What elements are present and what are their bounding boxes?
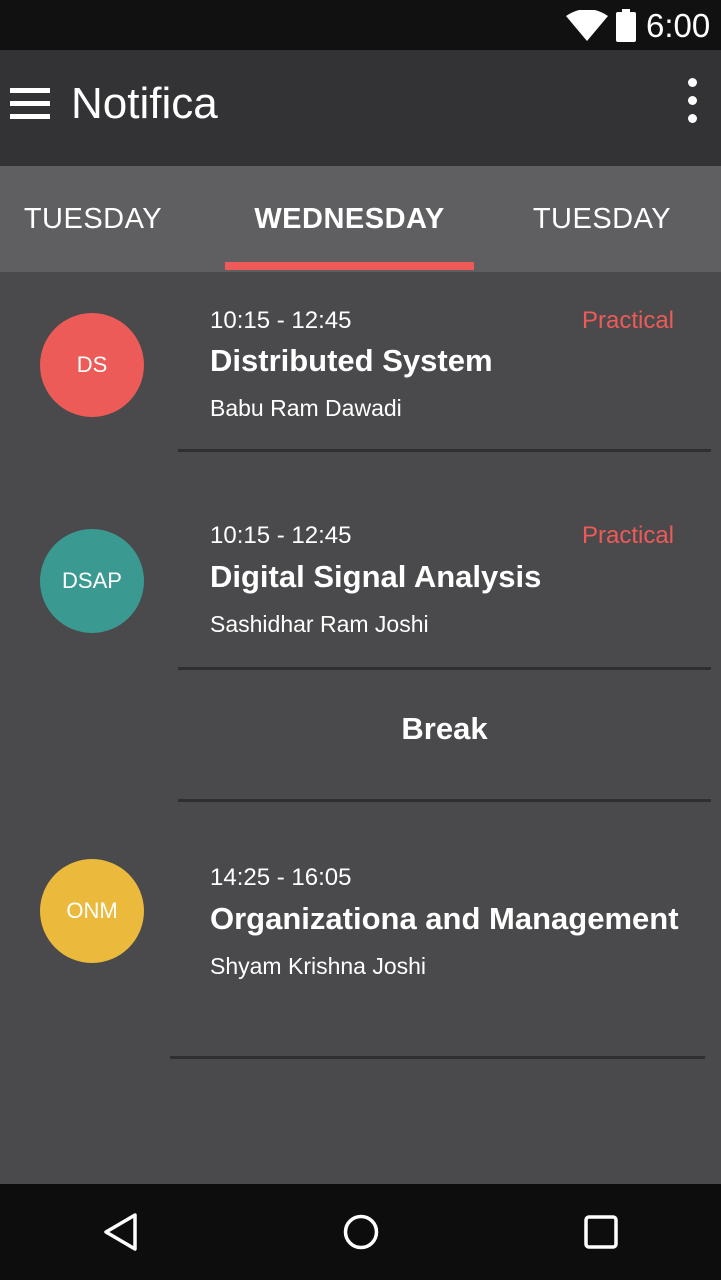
class-teacher: Shyam Krishna Joshi	[210, 953, 427, 979]
divider	[170, 1056, 705, 1059]
class-type-tag: Practical	[581, 522, 674, 549]
class-type-tag: Practical	[581, 307, 674, 334]
avatar-ds: DS	[40, 313, 144, 417]
class-time: 14:25 - 16:05	[210, 864, 352, 891]
more-vert-icon[interactable]	[680, 78, 704, 128]
divider	[178, 799, 711, 802]
class-time: 10:15 - 12:45	[210, 307, 352, 334]
battery-icon	[616, 9, 636, 42]
recents-icon[interactable]	[581, 1212, 621, 1252]
back-icon[interactable]	[102, 1212, 142, 1252]
divider	[178, 667, 711, 670]
class-time: 10:15 - 12:45	[210, 522, 352, 549]
class-teacher: Sashidhar Ram Joshi	[210, 611, 429, 637]
avatar-dsap: DSAP	[40, 529, 144, 633]
class-subject: Organizationa and Management	[210, 901, 679, 936]
tab-tuesday-next[interactable]: TUESDAY	[532, 203, 672, 235]
class-teacher: Babu Ram Dawadi	[210, 395, 402, 421]
status-time: 6:00	[646, 7, 711, 44]
page-title: Notifica	[71, 79, 218, 128]
class-subject: Digital Signal Analysis	[210, 559, 542, 594]
wifi-icon	[566, 10, 608, 41]
day-tabs: TUESDAY WEDNESDAY TUESDAY	[0, 166, 721, 272]
menu-icon[interactable]	[10, 88, 50, 120]
home-icon[interactable]	[341, 1212, 381, 1252]
break-label: Break	[401, 711, 488, 746]
avatar-onm: ONM	[40, 859, 144, 963]
tab-tuesday-previous[interactable]: TUESDAY	[23, 203, 163, 235]
status-bar: 6:00	[0, 0, 721, 50]
class-subject: Distributed System	[210, 343, 493, 378]
tab-wednesday[interactable]: WEDNESDAY	[254, 203, 445, 235]
schedule-list: DS 10:15 - 12:45 Practical Distributed S…	[0, 272, 721, 1184]
divider	[178, 449, 711, 452]
nav-bar	[0, 1184, 721, 1280]
toolbar: Notifica	[0, 50, 721, 166]
tab-indicator	[225, 262, 474, 270]
